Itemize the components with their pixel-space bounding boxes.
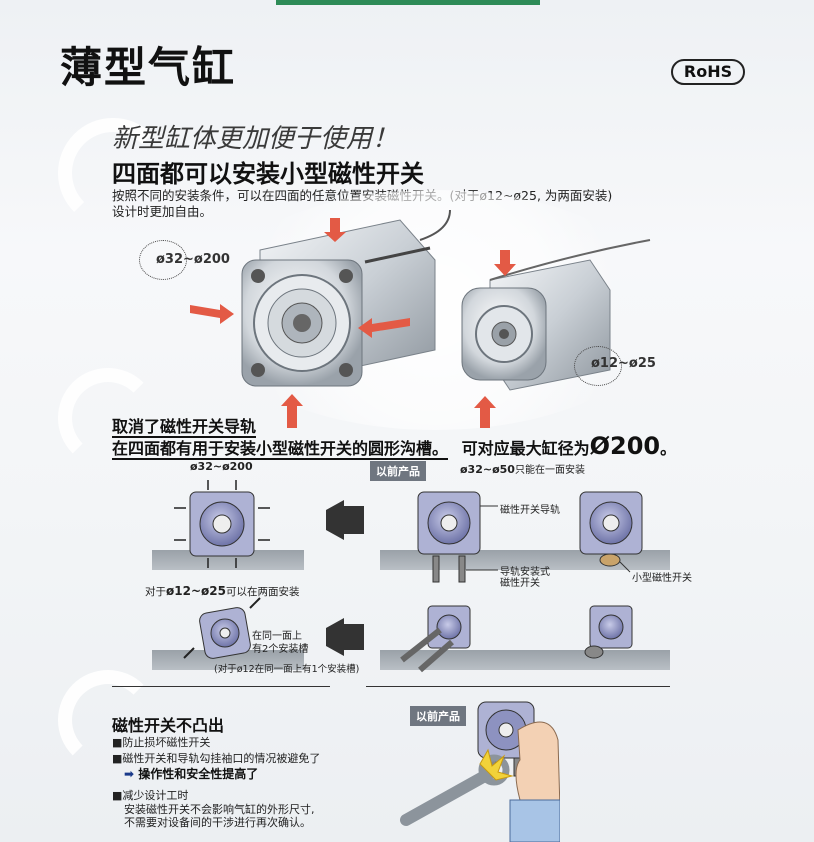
hand-wrench-illustration — [400, 701, 560, 842]
section3-bullet2: ■磁性开关和导轨勾挂袖口的情况被避免了 — [112, 752, 321, 765]
same-face-note: (对于ø12在同一面上有1个安装槽) — [214, 664, 360, 675]
section2-line1: 取消了磁性开关导轨 — [112, 417, 257, 438]
intro-para-line2: 设计时更加自由。 — [112, 204, 213, 219]
same-face-line2: 有2个安装槽 — [252, 644, 309, 655]
rohs-badge: RoHS — [671, 59, 745, 85]
section3-title: 磁性开关不凸出 — [112, 716, 225, 735]
top-accent-bar — [276, 0, 540, 5]
cylinder-illustration — [190, 209, 651, 428]
section3-bullet1: ■防止损坏磁性开关 — [112, 736, 211, 749]
size-circle-large — [139, 240, 187, 280]
mini-switch-label: 小型磁性开关 — [632, 573, 692, 584]
size-circle-small — [574, 346, 622, 386]
rail-switch-label2: 磁性开关 — [500, 578, 540, 589]
mounting-diagrams — [174, 480, 643, 673]
section3-result: ➡ 操作性和安全性提高了 — [124, 767, 259, 781]
ground-band-1 — [152, 550, 304, 570]
intro-headline: 四面都可以安装小型磁性开关 — [112, 160, 424, 188]
ground-band-3 — [152, 650, 304, 670]
two-face-note: 对于ø12~ø25可以在两面安装 — [145, 584, 300, 598]
section2-line2: 在四面都有用于安装小型磁性开关的圆形沟槽。 可对应最大缸径为Ø200。 — [112, 432, 677, 460]
rail-label: 磁性开关导轨 — [500, 505, 560, 516]
ground-band-2 — [380, 550, 670, 570]
size-label-large: ø32~ø200 — [156, 252, 230, 267]
section3-bullet3: ■减少设计工时 — [112, 789, 189, 802]
prev-product-tag: 以前产品 — [370, 461, 426, 481]
arrow-right-icon: ➡ — [124, 767, 135, 781]
prev-size-label: ø32~ø50只能在一面安装 — [460, 463, 585, 476]
section3-bullet3-line1: 安装磁性开关不会影响气缸的外形尺寸, — [124, 803, 315, 816]
size-label-small: ø12~ø25 — [591, 356, 656, 371]
section3-bullet3-line2: 不需要对设备间的干涉进行再次确认。 — [124, 816, 311, 829]
prev-product-tag-2: 以前产品 — [410, 706, 466, 726]
intro-headline-italic: 新型缸体更加便于使用！ — [112, 124, 399, 154]
page-title: 薄型气缸 — [60, 43, 237, 92]
rail-switch-label1: 导轨安装式 — [500, 567, 550, 578]
divider-right — [366, 686, 670, 687]
new-size-label: ø32~ø200 — [190, 460, 253, 473]
same-face-line1: 在同一面上 — [252, 631, 302, 642]
divider-left — [112, 686, 330, 687]
